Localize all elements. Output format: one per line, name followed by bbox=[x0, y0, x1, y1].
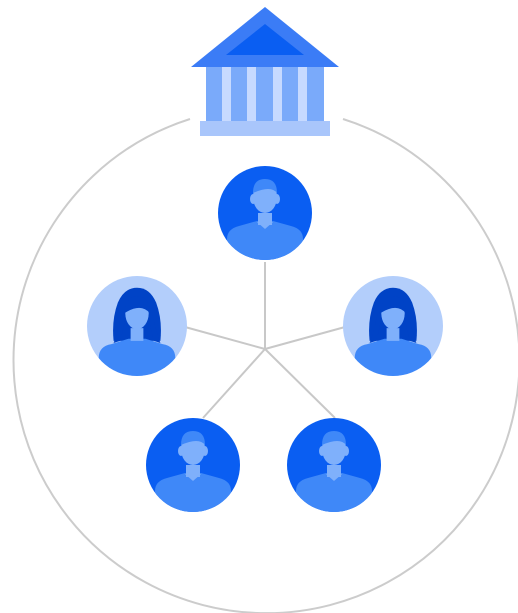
bank-building-icon bbox=[191, 7, 339, 136]
person-male-icon bbox=[227, 179, 303, 260]
person-male-icon bbox=[296, 431, 372, 512]
connector-bottom-left bbox=[202, 348, 266, 419]
member-avatar-right bbox=[343, 276, 443, 376]
person-female-icon bbox=[98, 287, 176, 376]
member-avatar-left bbox=[87, 276, 187, 376]
member-avatar-bottom-left bbox=[146, 418, 240, 512]
connector-left bbox=[184, 326, 266, 350]
person-male-icon bbox=[155, 431, 231, 512]
connector-bottom-right bbox=[264, 348, 336, 419]
person-female-icon bbox=[354, 287, 432, 376]
member-avatar-bottom-right bbox=[287, 418, 381, 512]
group-boundary-ring bbox=[12, 118, 518, 613]
connector-lines bbox=[184, 262, 346, 419]
member-avatars bbox=[87, 166, 443, 512]
member-avatar-top bbox=[218, 166, 312, 260]
connector-right bbox=[264, 326, 346, 350]
